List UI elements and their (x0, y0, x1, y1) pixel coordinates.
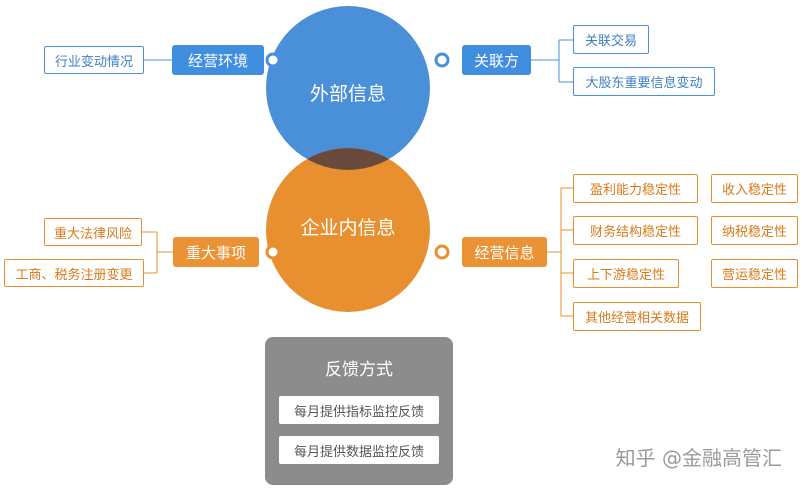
orange-connectors (142, 187, 573, 317)
feedback-title: 反馈方式 (325, 360, 393, 380)
watermark: 知乎 @金融高管汇 (615, 446, 782, 470)
connector-dots (265, 52, 450, 260)
internal-circle (266, 148, 430, 312)
other-operation-data-box: 其他经营相关数据 (573, 302, 701, 331)
external-circle-label: 外部信息 (309, 83, 386, 105)
supply-chain-stability-box: 上下游稳定性 (573, 259, 679, 288)
operation-info-pill: 经营信息 (462, 237, 547, 267)
financial-structure-stability-box: 财务结构稳定性 (573, 216, 698, 245)
revenue-stability-box: 收入稳定性 (711, 174, 798, 203)
related-transaction-box: 关联交易 (573, 25, 649, 54)
industry-change-box: 行业变动情况 (44, 46, 144, 74)
operating-stability-box: 营运稳定性 (711, 259, 798, 288)
related-party-pill: 关联方 (462, 45, 531, 75)
major-shareholder-change-box: 大股东重要信息变动 (573, 67, 715, 96)
feedback-item-indicator: 每月提供指标监控反馈 (279, 396, 439, 424)
blue-connectors (144, 39, 573, 83)
external-circle (266, 6, 430, 170)
internal-circle-label: 企业内信息 (300, 217, 396, 239)
registration-change-box: 工商、税务注册变更 (4, 259, 144, 287)
feedback-item-data: 每月提供数据监控反馈 (279, 436, 439, 464)
profitability-stability-box: 盈利能力稳定性 (573, 174, 698, 203)
tax-stability-box: 纳税稳定性 (711, 216, 798, 245)
feedback-panel: 反馈方式 每月提供指标监控反馈 每月提供数据监控反馈 (265, 337, 453, 485)
legal-risk-box: 重大法律风险 (44, 218, 142, 246)
business-environment-pill: 经营环境 (172, 45, 264, 75)
major-events-pill: 重大事项 (173, 237, 259, 267)
